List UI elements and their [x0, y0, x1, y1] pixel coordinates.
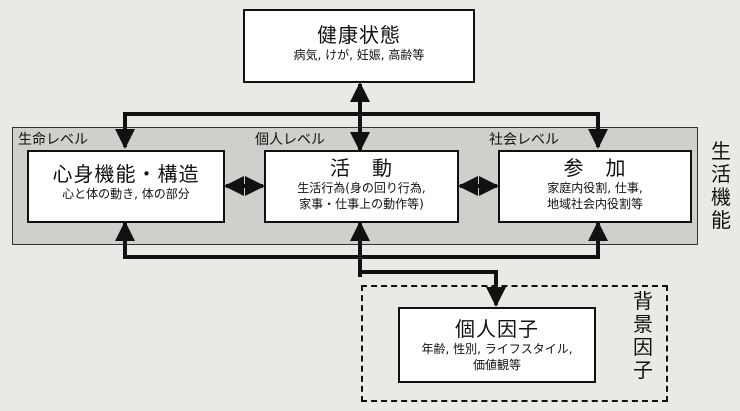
participation-title: 参 加 [563, 156, 627, 180]
personal-factors-sub-1: 年齢, 性別, ライフスタイル, [421, 342, 573, 356]
arrow-upper-bar [115, 112, 608, 149]
activity-title: 活 動 [330, 156, 393, 180]
background-factors-label: 背 景 因 子 [631, 289, 655, 382]
activity-sub-1: 生活行為(身の回り行為, [297, 181, 426, 195]
body-function-box: 心身機能・構造 心と体の動き, 体の部分 [27, 150, 225, 223]
health-sub: 病気, けが, 妊娠, 高齢等 [293, 48, 425, 62]
personal-factors-box: 個人因子 年齢, 性別, ライフスタイル, 価値観等 [398, 307, 596, 383]
health-condition-box: 健康状態 病気, けが, 妊娠, 高齢等 [243, 9, 475, 83]
participation-sub-1: 家庭内役割, 仕事, [547, 181, 643, 195]
body-function-sub: 心と体の動き, 体の部分 [62, 187, 190, 201]
social-level-label: 社会レベル [487, 132, 561, 148]
life-level-label: 生命レベル [16, 132, 90, 148]
participation-sub-2: 地域社会内役割等 [546, 197, 643, 211]
health-title: 健康状態 [317, 23, 401, 47]
personal-factors-sub-2: 価値観等 [472, 358, 521, 372]
activity-sub-2: 家事・仕事上の動作等) [299, 197, 424, 211]
personal-level-label: 個人レベル [253, 132, 327, 148]
body-function-title: 心身機能・構造 [52, 162, 200, 186]
personal-factors-title: 個人因子 [455, 317, 539, 341]
participation-box: 参 加 家庭内役割, 仕事, 地域社会内役割等 [498, 150, 692, 223]
life-function-label: 生 活 機 能 [711, 139, 731, 232]
activity-box: 活 動 生活行為(身の回り行為, 家事・仕事上の動作等) [264, 150, 459, 223]
arrow-personal-factors [358, 270, 506, 307]
background-factors-frame [361, 285, 668, 402]
